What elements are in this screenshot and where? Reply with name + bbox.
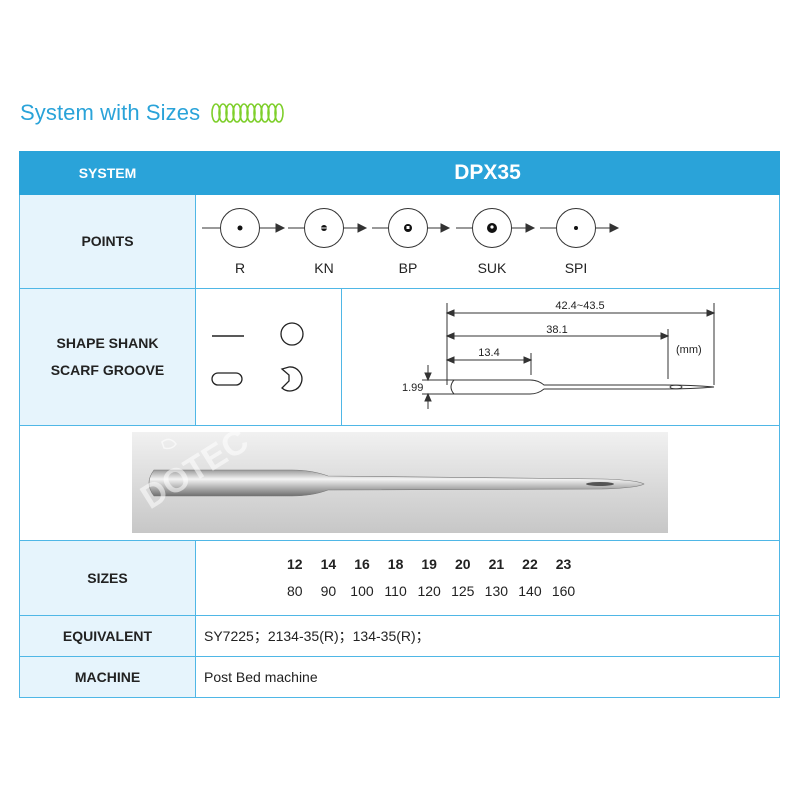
point-suk: SUK (472, 208, 512, 276)
points-label: POINTS (19, 194, 196, 289)
equivalent-label: EQUIVALENT (19, 615, 196, 657)
point-kn: KN (304, 208, 344, 276)
round-shank-icon (280, 322, 304, 346)
dim-eye-label: 38.1 (546, 324, 567, 336)
spec-table: SYSTEM DPX35 POINTS (19, 151, 780, 698)
section-heading: System with Sizes (20, 96, 285, 130)
sizes-label: SIZES (19, 540, 196, 616)
points-arrow-line (202, 223, 620, 233)
system-label: SYSTEM (19, 151, 196, 195)
point-kn-icon (321, 225, 327, 231)
needle-photo-drawing: DOTEC (134, 432, 645, 517)
point-spi-icon (574, 226, 578, 230)
system-row: SYSTEM DPX35 (19, 151, 780, 195)
shape-label: SHAPE SHANK SCARF GROOVE (19, 288, 196, 426)
needle-photo: DOTEC (132, 432, 668, 533)
bird-logo-icon (161, 438, 177, 450)
point-r-icon (237, 225, 243, 231)
point-spi: SPI (556, 208, 596, 276)
sizes-singer-row: 12 14 16 18 19 20 21 22 23 (287, 556, 572, 572)
system-value: DPX35 (195, 151, 780, 195)
dim-unit-label: (mm) (676, 344, 702, 356)
flat-groove-icon (211, 372, 243, 386)
equivalent-value: SY7225；2134-35(R)；134-35(R)； (195, 615, 780, 657)
dim-overall-label: 42.4~43.5 (555, 300, 604, 312)
section-title: System with Sizes (20, 100, 201, 125)
dimension-diagram: 42.4~43.5 38.1 13.4 1.99 (mm) (402, 300, 716, 409)
needle-dimension-drawing: 42.4~43.5 38.1 13.4 1.99 (mm) (342, 289, 779, 425)
machine-value: Post Bed machine (195, 656, 780, 698)
shank-groove-shapes (196, 289, 341, 425)
point-suk-icon (487, 223, 497, 233)
dim-diameter-label: 1.99 (402, 382, 423, 394)
shape-row: SHAPE SHANK SCARF GROOVE (19, 288, 780, 426)
photo-row: DOTEC (19, 425, 780, 541)
points-diagram: R KN BP SUK (196, 195, 779, 288)
shape-symbols (211, 322, 304, 392)
machine-row: MACHINE Post Bed machine (19, 656, 780, 698)
points-row: POINTS (19, 194, 780, 289)
scarf-groove-icon (280, 366, 303, 392)
sizes-metric-row: 80 90 100 110 120 125 130 140 160 (287, 583, 576, 599)
coil-spring-icon (211, 103, 285, 123)
point-bp-icon (404, 224, 412, 232)
equivalent-row: EQUIVALENT SY7225；2134-35(R)；134-35(R)； (19, 615, 780, 657)
machine-label: MACHINE (19, 656, 196, 698)
point-bp: BP (388, 208, 428, 276)
point-r: R (220, 208, 260, 276)
dim-shank-label: 13.4 (478, 347, 499, 359)
sizes-row: SIZES 12 14 16 18 19 20 21 22 23 80 90 1… (19, 540, 780, 616)
